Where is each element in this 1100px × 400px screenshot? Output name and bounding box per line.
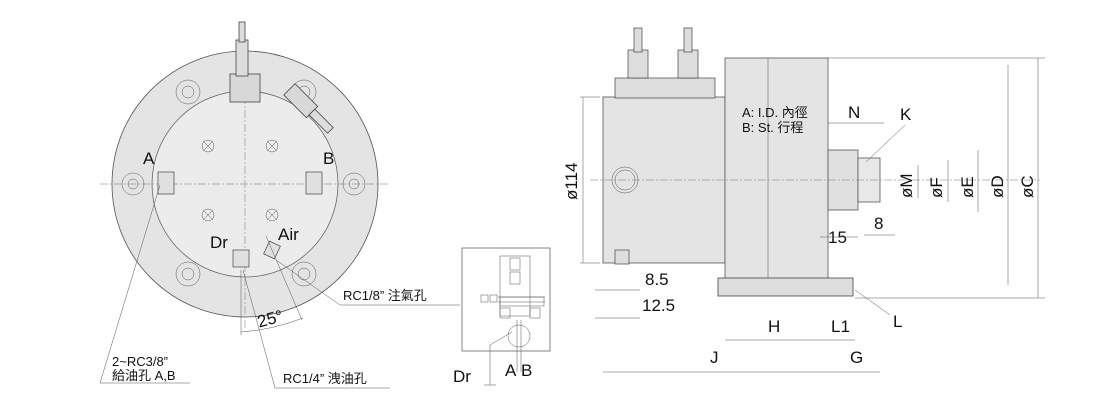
top-sensor-fittings [229, 21, 334, 134]
label-port-dr: Dr [210, 233, 228, 252]
dim-n: N [848, 103, 860, 122]
dim-j: J [710, 348, 719, 367]
dim-h: H [768, 317, 780, 336]
dim-c: øC [1018, 175, 1037, 198]
dim-15: 15 [828, 228, 847, 247]
label-port-a: A [143, 149, 155, 168]
legend-a: A: I.D. 內徑 [742, 105, 808, 120]
schematic-label-dr: Dr [453, 367, 471, 386]
label-port-air: Air [278, 225, 299, 244]
dim-8-5: 8.5 [645, 270, 669, 289]
label-port-b: B [323, 149, 334, 168]
side-view: ø114 8.5 12.5 H L1 J G L N K 15 8 øM øF … [562, 27, 1045, 373]
dim-e: øE [958, 176, 977, 198]
callout-supply-line1: 2~RC3/8” [112, 354, 168, 369]
dim-g: G [850, 348, 863, 367]
schematic-label-b: B [521, 361, 532, 380]
dim-l: L [893, 312, 902, 331]
dim-d: øD [988, 175, 1007, 198]
dim-bore: ø114 [562, 163, 581, 201]
port-a-hole [157, 171, 175, 195]
front-view: A B Dr Air 25° RC1/8” 注氣孔 RC1/4” 洩油孔 2~R… [99, 21, 460, 389]
callout-drain-port: RC1/4” 洩油孔 [283, 371, 367, 386]
callout-air-port: RC1/8” 注氣孔 [343, 288, 427, 303]
dim-f: øF [927, 177, 946, 198]
port-b-hole [305, 171, 323, 195]
legend-b: B: St. 行程 [742, 120, 803, 135]
dim-8: 8 [874, 214, 883, 233]
inner-screws [201, 139, 279, 222]
dim-k: K [900, 105, 912, 124]
dim-12-5: 12.5 [642, 296, 675, 315]
port-dr-hole [232, 249, 250, 268]
cylinder-head [724, 57, 829, 293]
schematic-label-a: A [505, 361, 517, 380]
flange-bolt-holes [121, 79, 366, 287]
callout-supply-line2: 給油孔 A,B [112, 368, 176, 383]
dim-m: øM [897, 173, 916, 198]
tie-bolt [717, 277, 854, 297]
dim-l1: L1 [831, 317, 850, 336]
hydraulic-schematic: Dr A B [453, 247, 551, 386]
